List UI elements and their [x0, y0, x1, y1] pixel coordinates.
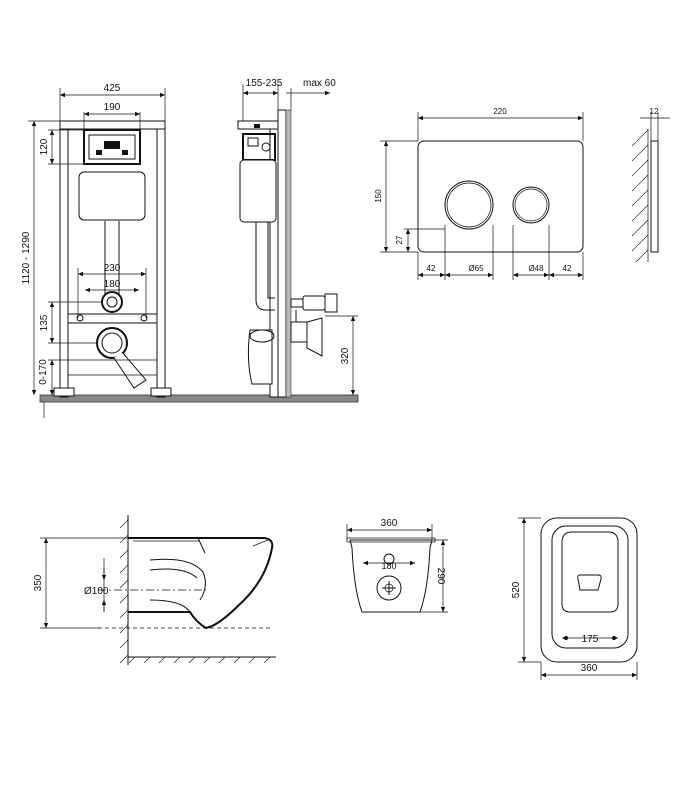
dim-120: 120: [39, 138, 50, 155]
flush-plate-profile: [650, 140, 659, 253]
dim-spacing-180: 180: [381, 561, 396, 571]
dim-dia-100: Ø100: [84, 586, 109, 597]
dim-dia-48: Ø48: [528, 264, 544, 273]
dim-220: 220: [493, 107, 507, 116]
dim-155-235: 155-235: [246, 78, 283, 89]
dim-425: 425: [104, 83, 121, 94]
dim-top-360: 360: [581, 663, 598, 674]
dim-1120-1290: 1120 - 1290: [21, 231, 32, 284]
dim-42-right: 42: [563, 264, 572, 273]
frame-left-post: [59, 120, 69, 398]
dim-27: 27: [395, 235, 404, 244]
dim-320: 320: [340, 347, 351, 364]
frame-side-view: 155-235 max 60 320: [237, 78, 358, 398]
dim-180: 180: [104, 279, 121, 290]
dim-350: 350: [33, 574, 44, 591]
frame-right-post: [156, 120, 166, 398]
dim-spacing-175: 175: [582, 634, 599, 645]
flush-plate: [417, 140, 584, 253]
toilet-outlet: [376, 575, 402, 601]
toilet-side-view: 350 Ø100: [33, 515, 276, 665]
water-inlet: [101, 291, 123, 313]
dim-42-left: 42: [427, 264, 436, 273]
dim-135: 135: [39, 314, 50, 331]
stud-rail: [67, 313, 158, 324]
flush-button-large: [444, 180, 494, 230]
toilet-bowl-side: [128, 537, 274, 630]
wall: [277, 109, 287, 398]
flush-opening: [83, 129, 141, 165]
dim-dia-65: Ø65: [468, 264, 484, 273]
cistern-tank: [78, 171, 146, 221]
toilet-bowl-top: [561, 531, 619, 613]
frame-top-bar: [59, 120, 166, 130]
dim-520: 520: [511, 581, 522, 598]
cistern-side: [239, 159, 277, 223]
flush-plate-view: 220 150 27 42 Ø65 Ø48 42: [374, 107, 670, 280]
toilet-top-outline: [540, 517, 638, 663]
dim-12: 12: [650, 107, 659, 116]
dim-0-170: 0-170: [38, 359, 49, 385]
dim-back-360: 360: [381, 518, 398, 529]
dim-150: 150: [374, 189, 383, 203]
flush-button-small: [512, 186, 550, 224]
frame-front-view: 425 190 120 1120 - 1290 230 180 135 0-17…: [21, 83, 359, 418]
dim-230: 230: [104, 263, 121, 274]
toilet-top-view: 175 520 360: [511, 517, 638, 680]
dim-290: 290: [435, 568, 446, 585]
dim-max-60: max 60: [303, 78, 336, 89]
dim-190: 190: [104, 102, 121, 113]
toilet-back-view: 180 360 290: [346, 518, 448, 613]
floor-line: [39, 394, 359, 403]
